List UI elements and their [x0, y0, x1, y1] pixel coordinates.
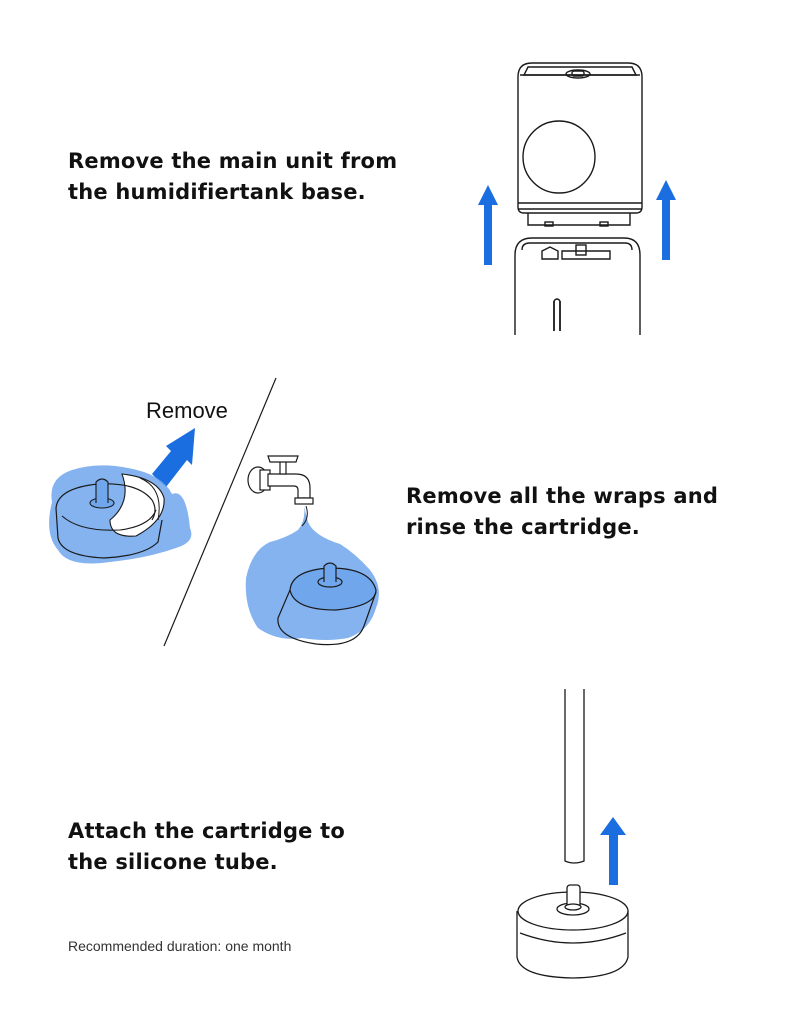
- cartridge-icon: [516, 884, 629, 979]
- step-1-line-2: the humidifiertank base.: [68, 180, 366, 204]
- recommended-duration-note: Recommended duration: one month: [68, 938, 292, 954]
- step-2-line-2: rinse the cartridge.: [406, 515, 640, 539]
- up-arrow-icon: [600, 817, 626, 885]
- divider-line: [163, 377, 277, 647]
- silicone-tube-icon: [564, 689, 585, 864]
- cartridge-icon: [49, 465, 192, 564]
- step-1-line-1: Remove the main unit from: [68, 149, 398, 173]
- remove-label: Remove: [146, 398, 228, 423]
- step-3-line-2: the silicone tube.: [68, 850, 278, 874]
- diagonal-arrow-icon: [152, 428, 195, 487]
- faucet-icon: [247, 455, 314, 505]
- rinsed-cartridge-icon: [277, 562, 377, 646]
- tank-base-icon: [514, 237, 641, 335]
- step-3-line-1: Attach the cartridge to: [68, 819, 346, 843]
- step-3-illustration: [516, 689, 629, 979]
- step-2-illustration: Remove: [49, 377, 379, 647]
- up-arrow-icon: [478, 180, 676, 265]
- humidifier-main-unit-icon: [517, 62, 643, 227]
- step-2-line-1: Remove all the wraps and: [406, 484, 719, 508]
- step-1-illustration: [478, 62, 676, 335]
